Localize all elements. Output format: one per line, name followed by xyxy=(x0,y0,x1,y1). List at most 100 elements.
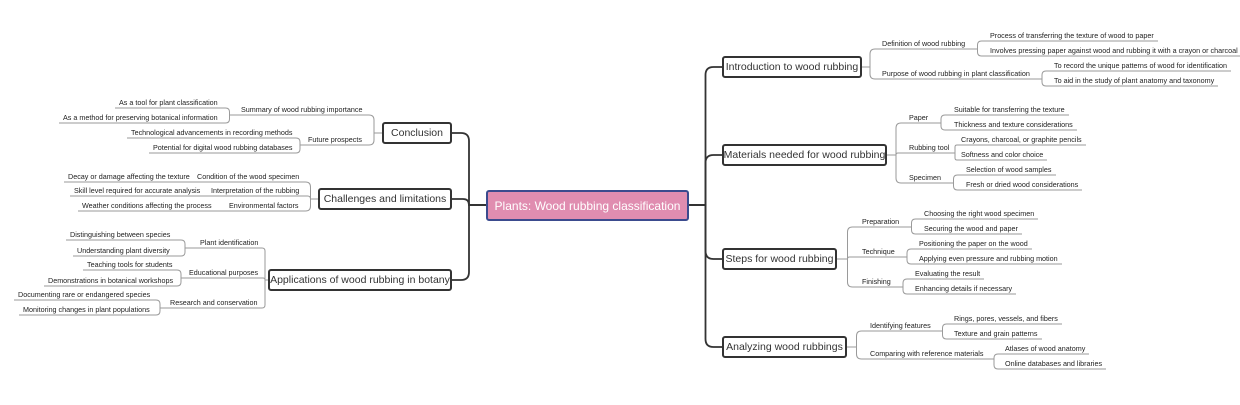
leaf-connector xyxy=(894,278,912,288)
branch-connector xyxy=(861,66,879,80)
trunk-connector xyxy=(688,66,723,206)
leaf-connector xyxy=(944,174,963,184)
leaf-label[interactable]: To record the unique patterns of wood fo… xyxy=(1054,61,1228,70)
leaf-label[interactable]: Process of transferring the texture of w… xyxy=(990,31,1154,40)
trunk-connector xyxy=(451,204,487,281)
subtopic-label[interactable]: Interpretation of the rubbing xyxy=(211,186,300,195)
topic-introduction[interactable]: Introduction to wood rubbing xyxy=(722,56,862,78)
subtopic-label[interactable]: Definition of wood rubbing xyxy=(882,39,966,48)
leaf-label[interactable]: Suitable for transferring the texture xyxy=(954,105,1065,114)
leaf-connector xyxy=(153,307,167,316)
leaf-label[interactable]: Securing the wood and paper xyxy=(924,224,1018,233)
topic-steps[interactable]: Steps for wood rubbing xyxy=(722,248,837,270)
leaf-connector xyxy=(986,358,1002,370)
branch-connector xyxy=(261,247,269,281)
trunk-connector xyxy=(451,132,487,206)
leaf-connector xyxy=(153,299,167,309)
leaf-label[interactable]: Understanding plant diversity xyxy=(77,246,170,255)
leaf-label[interactable]: Applying even pressure and rubbing motio… xyxy=(919,254,1058,263)
leaf-label[interactable]: Choosing the right wood specimen xyxy=(924,209,1035,218)
subtopic-label[interactable]: Preparation xyxy=(862,217,900,226)
root-node[interactable]: Plants: Wood rubbing classification xyxy=(486,190,689,221)
leaf-label[interactable]: Potential for digital wood rubbing datab… xyxy=(153,143,293,152)
subtopic-label[interactable]: Rubbing tool xyxy=(909,143,950,152)
branch-connector xyxy=(846,346,867,360)
leaf-label[interactable]: Online databases and libraries xyxy=(1005,359,1103,368)
leaf-label[interactable]: Crayons, charcoal, or graphite pencils xyxy=(961,135,1082,144)
leaf-connector xyxy=(173,247,197,257)
leaf-connector xyxy=(934,330,951,340)
subtopic-label[interactable]: Purpose of wood rubbing in plant classif… xyxy=(882,69,1030,78)
leaf-connector xyxy=(931,114,951,124)
leaf-label[interactable]: To aid in the study of plant anatomy and… xyxy=(1054,76,1215,85)
leaf-label[interactable]: As a tool for plant classification xyxy=(119,98,218,107)
subtopic-label[interactable]: Paper xyxy=(909,113,929,122)
subtopic-label[interactable]: Environmental factors xyxy=(229,201,299,210)
branch-connector xyxy=(261,279,269,309)
subtopic-label[interactable]: Condition of the wood specimen xyxy=(197,172,300,181)
branch-connector xyxy=(836,226,859,260)
leaf-label[interactable]: Fresh or dried wood considerations xyxy=(966,180,1079,189)
leaf-label[interactable]: Involves pressing paper against wood and… xyxy=(990,46,1238,55)
trunk-connector xyxy=(688,154,723,206)
leaf-label[interactable]: Positioning the paper on the wood xyxy=(919,239,1028,248)
branch-connector xyxy=(302,198,319,212)
trunk-connector xyxy=(688,204,723,348)
subtopic-label[interactable]: Technique xyxy=(862,247,895,256)
branch-connector xyxy=(861,48,879,68)
leaf-connector xyxy=(221,114,238,124)
leaf-connector xyxy=(952,144,958,154)
leaf-connector xyxy=(898,256,916,265)
leaf-connector xyxy=(902,226,921,235)
leaf-label[interactable]: Evaluating the result xyxy=(915,269,981,278)
subtopic-label[interactable]: Plant identification xyxy=(200,238,259,247)
subtopic-label[interactable]: Future prospects xyxy=(308,135,362,144)
leaf-label[interactable]: Thickness and texture considerations xyxy=(954,120,1073,129)
leaf-label[interactable]: Selection of wood samples xyxy=(966,165,1052,174)
leaf-label[interactable]: Softness and color choice xyxy=(961,150,1044,159)
leaf-connector xyxy=(968,40,987,50)
leaf-label[interactable]: Demonstrations in botanical workshops xyxy=(48,276,174,285)
leaf-label[interactable]: Atlases of wood anatomy xyxy=(1005,344,1086,353)
branch-connector xyxy=(365,114,383,134)
subtopic-label[interactable]: Summary of wood rubbing importance xyxy=(241,105,363,114)
topic-conclusion[interactable]: Conclusion xyxy=(382,122,452,144)
subtopic-label[interactable]: Specimen xyxy=(909,173,941,182)
branch-connector xyxy=(846,330,867,348)
leaf-connector xyxy=(221,107,238,116)
leaf-label[interactable]: Skill level required for accurate analys… xyxy=(74,186,201,195)
leaf-connector xyxy=(931,122,951,131)
branch-connector xyxy=(365,132,383,146)
leaf-label[interactable]: Monitoring changes in plant populations xyxy=(23,305,150,314)
topic-challenges[interactable]: Challenges and limitations xyxy=(318,188,452,210)
leaf-label[interactable]: Teaching tools for students xyxy=(87,260,173,269)
leaf-label[interactable]: Rings, pores, vessels, and fibers xyxy=(954,314,1058,323)
leaf-label[interactable]: Decay or damage affecting the texture xyxy=(68,172,190,181)
leaf-connector xyxy=(173,239,197,249)
leaf-label[interactable]: Enhancing details if necessary xyxy=(915,284,1013,293)
leaf-label[interactable]: Distinguishing between species xyxy=(70,230,171,239)
subtopic-label[interactable]: Finishing xyxy=(862,277,891,286)
leaf-label[interactable]: Documenting rare or endangered species xyxy=(18,290,151,299)
leaf-label[interactable]: As a method for preserving botanical inf… xyxy=(63,113,218,122)
branch-connector xyxy=(836,258,859,288)
subtopic-label[interactable]: Comparing with reference materials xyxy=(870,349,984,358)
leaf-connector xyxy=(1033,78,1051,87)
subtopic-label[interactable]: Research and conservation xyxy=(170,298,258,307)
leaf-connector xyxy=(1033,70,1051,80)
topic-materials[interactable]: Materials needed for wood rubbing xyxy=(722,144,887,166)
branch-connector xyxy=(886,154,906,184)
leaf-connector xyxy=(295,137,305,146)
topic-applications[interactable]: Applications of wood rubbing in botany xyxy=(268,269,452,291)
leaf-label[interactable]: Technological advancements in recording … xyxy=(131,128,293,137)
topic-analyzing[interactable]: Analyzing wood rubbings xyxy=(722,336,847,358)
leaf-connector xyxy=(944,182,963,191)
leaf-label[interactable]: Texture and grain patterns xyxy=(954,329,1038,338)
subtopic-label[interactable]: Educational purposes xyxy=(189,268,259,277)
leaf-connector xyxy=(295,144,305,154)
leaf-connector xyxy=(176,277,186,287)
leaf-connector xyxy=(968,48,987,57)
subtopic-label[interactable]: Identifying features xyxy=(870,321,931,330)
leaf-label[interactable]: Weather conditions affecting the process xyxy=(82,201,212,210)
